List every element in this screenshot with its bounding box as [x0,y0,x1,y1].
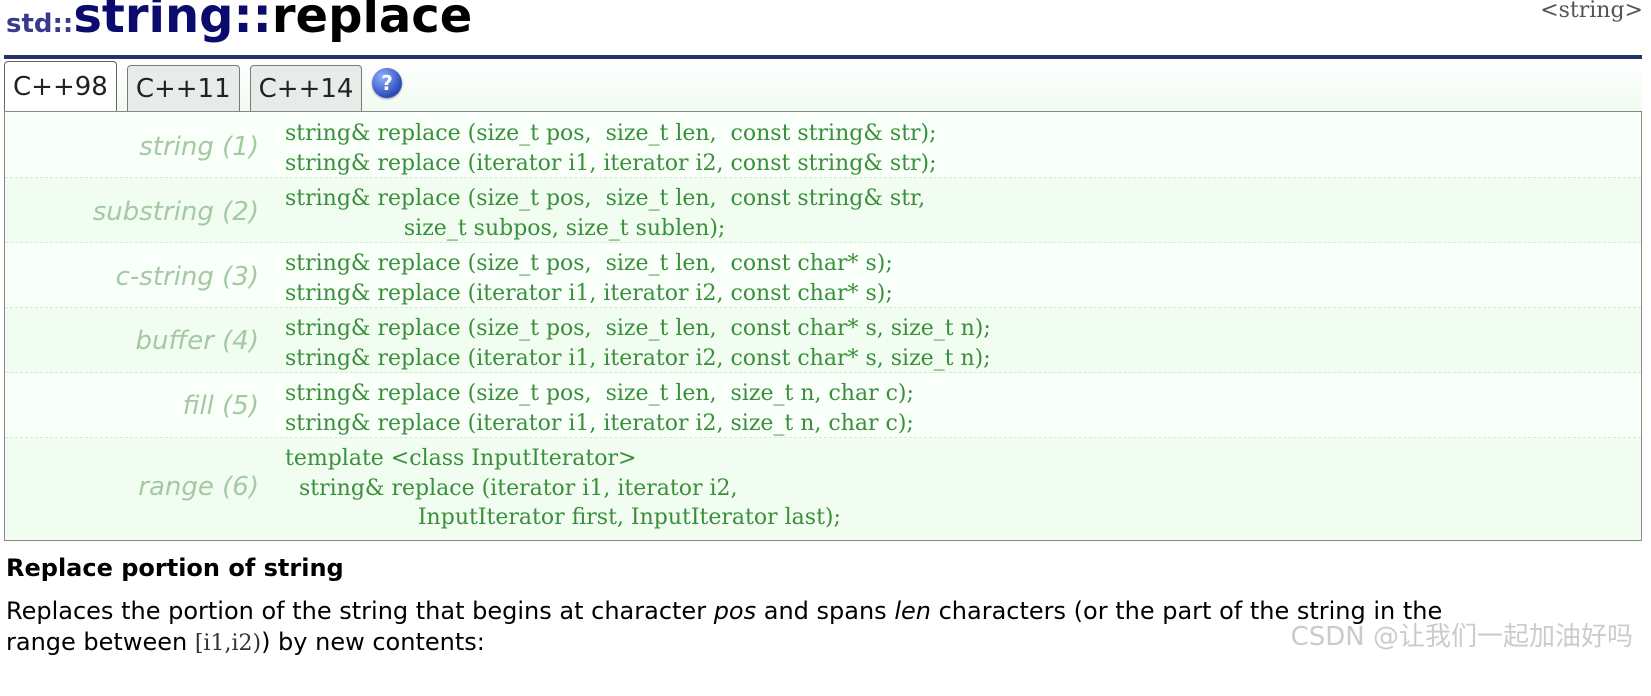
prototype-label: buffer (4) [135,326,259,356]
description-paragraph-line: range between [i1,i2)) by new contents: [6,628,485,656]
header-file-tag[interactable]: <string> [1540,0,1643,23]
tab-cpp98[interactable]: C++98 [4,61,117,111]
tab-cpp14[interactable]: C++14 [249,65,363,111]
prototype-row-substring: substring (2) string& replace (size_t po… [5,178,1641,243]
prototype-table: string (1) string& replace (size_t pos, … [4,111,1642,541]
prototype-label: substring (2) [92,197,259,227]
description-text: characters (or the part of the string in… [930,597,1443,625]
prototype-row-fill: fill (5) string& replace (size_t pos, si… [5,373,1641,438]
prototype-row-range: range (6) template <class InputIterator>… [5,438,1641,540]
tab-cpp11[interactable]: C++11 [126,65,240,111]
param-pos: pos [713,597,757,625]
page-header: std::string::replace <string> [0,0,1651,59]
section-heading: Replace portion of string [6,554,344,582]
description-text: and spans [756,597,895,625]
prototype-row-c-string: c-string (3) string& replace (size_t pos… [5,243,1641,308]
prototype-label: fill (5) [182,391,259,421]
prototype-code: string& replace (size_t pos, size_t len,… [285,316,991,371]
version-tabs: C++98 C++11 C++14 [4,61,363,111]
prototype-code: string& replace (size_t pos, size_t len,… [285,186,926,241]
prototype-label: range (6) [138,472,259,502]
prototype-code: string& replace (size_t pos, size_t len,… [285,121,937,176]
namespace-link[interactable]: std:: [6,9,74,39]
iterator-range: [i1,i2) [194,631,262,656]
prototype-code: string& replace (size_t pos, size_t len,… [285,381,914,436]
prototype-code: string& replace (size_t pos, size_t len,… [285,251,893,306]
page-title: std::string::replace [6,0,472,40]
watermark: CSDN @让我们一起加油好吗 [1290,622,1633,652]
description-text: range between [6,628,195,656]
prototype-label: c-string (3) [115,262,259,292]
prototype-label: string (1) [139,132,259,162]
class-name-link[interactable]: string [73,0,234,44]
header-divider [4,55,1642,59]
prototype-code: template <class InputIterator> string& r… [285,446,841,530]
scope-separator: :: [233,0,272,44]
prototype-row-buffer: buffer (4) string& replace (size_t pos, … [5,308,1641,373]
help-icon[interactable]: ? [372,68,402,98]
description-paragraph-line: Replaces the portion of the string that … [6,597,1442,625]
param-len: len [894,597,931,625]
description-text: Replaces the portion of the string that … [6,597,714,625]
function-name: replace [271,0,473,44]
description-text: ) by new contents: [261,628,485,656]
prototype-row-string: string (1) string& replace (size_t pos, … [5,112,1641,178]
